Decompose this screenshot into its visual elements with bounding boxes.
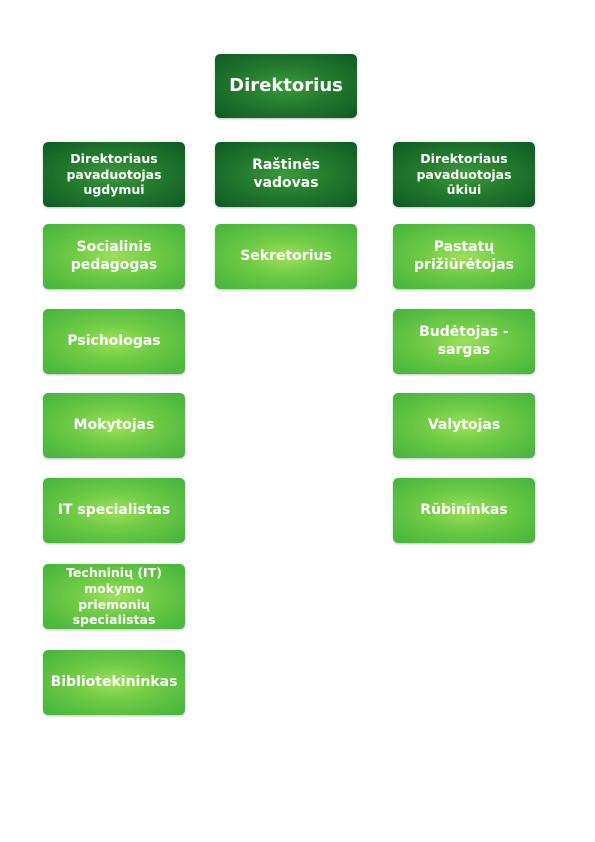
cloakroom-attendant-box: Rūbininkas: [393, 478, 535, 543]
psychologist-label: Psichologas: [67, 332, 161, 349]
watchman-guard-label: Budėtojas - sargas: [419, 324, 509, 358]
director-label: Direktorius: [229, 74, 343, 96]
cleaner-label: Valytojas: [427, 416, 501, 433]
librarian-label: Bibliotekininkas: [50, 673, 178, 690]
teacher-label: Mokytojas: [73, 416, 155, 433]
it-teaching-aids-specialist-box: Techninių (IT) mokymo priemonių speciali…: [43, 564, 185, 629]
watchman-guard-box: Budėtojas - sargas: [393, 309, 535, 374]
deputy-household-box: Direktoriaus pavaduotojas ūkiui: [393, 142, 535, 207]
teacher-box: Mokytojas: [43, 393, 185, 458]
deputy-education-label: Direktoriaus pavaduotojas ugdymui: [66, 151, 162, 198]
secretary-label: Sekretorius: [240, 247, 332, 264]
office-head-label: Raštinės vadovas: [252, 157, 320, 191]
it-specialist-label: IT specialistas: [57, 501, 171, 518]
secretary-box: Sekretorius: [215, 224, 357, 289]
office-head-box: Raštinės vadovas: [215, 142, 357, 207]
social-pedagogue-box: Socialinis pedagogas: [43, 224, 185, 289]
it-specialist-box: IT specialistas: [43, 478, 185, 543]
cloakroom-attendant-label: Rūbininkas: [420, 501, 508, 518]
librarian-box: Bibliotekininkas: [43, 650, 185, 715]
building-caretaker-label: Pastatų prižiūrėtojas: [414, 239, 514, 273]
deputy-household-label: Direktoriaus pavaduotojas ūkiui: [416, 151, 512, 198]
social-pedagogue-label: Socialinis pedagogas: [70, 239, 158, 273]
building-caretaker-box: Pastatų prižiūrėtojas: [393, 224, 535, 289]
deputy-education-box: Direktoriaus pavaduotojas ugdymui: [43, 142, 185, 207]
it-teaching-aids-specialist-label: Techninių (IT) mokymo priemonių speciali…: [66, 565, 162, 628]
cleaner-box: Valytojas: [393, 393, 535, 458]
psychologist-box: Psichologas: [43, 309, 185, 374]
director-box: Direktorius: [215, 54, 357, 118]
